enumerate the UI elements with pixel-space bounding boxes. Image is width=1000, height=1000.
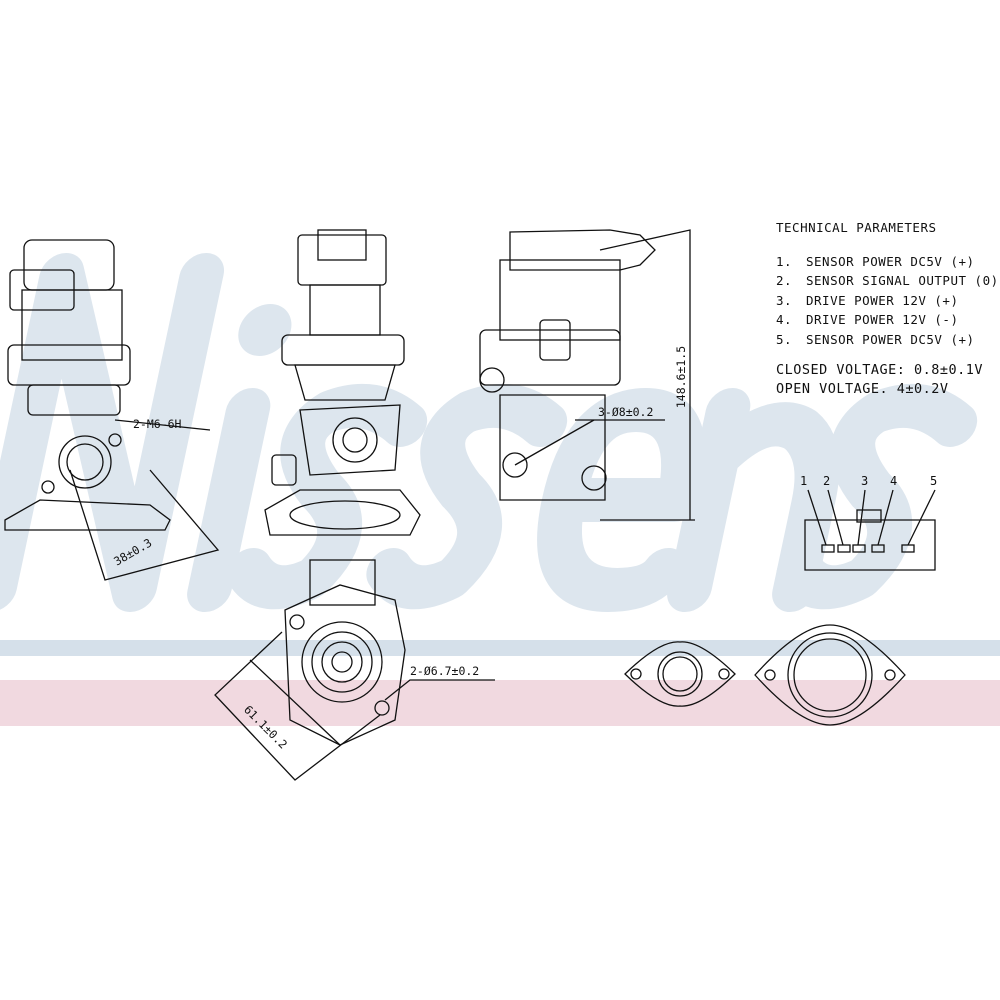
connector-face — [804, 489, 936, 571]
front-view — [264, 229, 421, 536]
item-text: DRIVE POWER 12V (+) — [806, 292, 959, 308]
dim-holes-67: 2-Ø6.7±0.2 — [410, 664, 480, 678]
pin-label: 1 — [800, 474, 808, 488]
dim-height: 148.6±1.5 — [674, 345, 689, 409]
dim-holes-8: 3-Ø8±0.2 — [598, 405, 654, 419]
item-text: DRIVE POWER 12V (-) — [806, 312, 959, 327]
item-number: 2. — [776, 273, 793, 288]
closed-voltage: CLOSED VOLTAGE: 0.8±0.1V — [776, 362, 984, 378]
item-number: 1. — [776, 253, 793, 269]
pin-label: 2 — [823, 474, 831, 488]
item-number: 5. — [776, 331, 793, 347]
parameter-item: 1. SENSOR POWER DC5V (+) — [776, 252, 999, 272]
parameters-title: TECHNICAL PARAMETERS — [776, 220, 937, 235]
parameter-item: 3. DRIVE POWER 12V (+) — [776, 291, 999, 311]
gasket-large — [754, 624, 906, 726]
item-text: SENSOR POWER DC5V (+) — [806, 331, 975, 347]
item-text: SENSOR POWER DC5V (+) — [806, 253, 975, 269]
item-number: 4. — [776, 312, 793, 327]
parameter-item: 4. DRIVE POWER 12V (-) — [776, 310, 999, 330]
dim-thread: 2-M6-6H — [133, 417, 182, 431]
brand-band-pink — [0, 680, 1000, 726]
side-view-right — [479, 229, 695, 521]
open-voltage: OPEN VOLTAGE. 4±0.2V — [776, 381, 949, 397]
pin-label: 4 — [890, 474, 898, 488]
pin-label: 3 — [861, 474, 869, 488]
bottom-view — [214, 559, 495, 781]
parameter-item: 2. SENSOR SIGNAL OUTPUT (0) — [776, 271, 999, 291]
parameter-item: 5. SENSOR POWER DC5V (+) — [776, 330, 999, 350]
side-view-left — [4, 239, 220, 581]
pin-label: 5 — [930, 474, 938, 488]
item-text: SENSOR SIGNAL OUTPUT (0) — [806, 273, 999, 288]
item-number: 3. — [776, 292, 793, 308]
technical-parameters: TECHNICAL PARAMETERS 1. SENSOR POWER DC5V… — [776, 218, 999, 399]
brand-band-blue — [0, 640, 1000, 656]
gasket-small — [624, 641, 736, 707]
